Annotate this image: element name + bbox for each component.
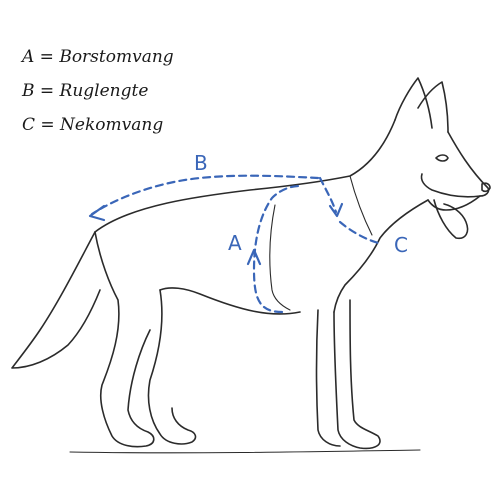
dog-neck-contour: [349, 175, 373, 236]
dog-muzzle-top: [447, 131, 490, 197]
marker-c: C: [394, 233, 408, 257]
measurement-c-neck: [318, 176, 384, 246]
marker-a: A: [228, 231, 242, 255]
measurement-a-chest: [246, 184, 302, 314]
dog-hind-leg-outer: [94, 231, 155, 448]
dog-shoulder-contour: [269, 204, 291, 311]
measurement-b-back-length: [88, 174, 320, 222]
dog-hind-leg-inner: [147, 289, 197, 445]
marker-b: B: [194, 151, 208, 175]
dog-back-outline: [94, 119, 396, 233]
dog-illustration: [11, 77, 491, 454]
dog-eye: [435, 154, 449, 162]
dog-ear-back: [394, 77, 433, 129]
legend-item-chest: A = Borstomvang: [22, 47, 174, 67]
ground-line: [69, 449, 421, 454]
legend: A = Borstomvang B = Ruglengte C = Nekomv…: [22, 40, 174, 142]
dog-nose: [481, 182, 491, 193]
dog-ear-front: [417, 81, 449, 133]
legend-item-back-length: B = Ruglengte: [22, 81, 149, 101]
dog-throat: [333, 199, 429, 313]
dog-tongue: [433, 199, 469, 240]
dog-front-leg-outer: [333, 299, 381, 450]
dog-tail: [11, 231, 101, 369]
dog-belly: [159, 287, 301, 315]
dog-mouth: [420, 173, 481, 198]
dog-front-leg-inner: [315, 309, 341, 447]
legend-item-neck: C = Nekomvang: [22, 115, 164, 135]
dog-jaw: [427, 195, 481, 211]
